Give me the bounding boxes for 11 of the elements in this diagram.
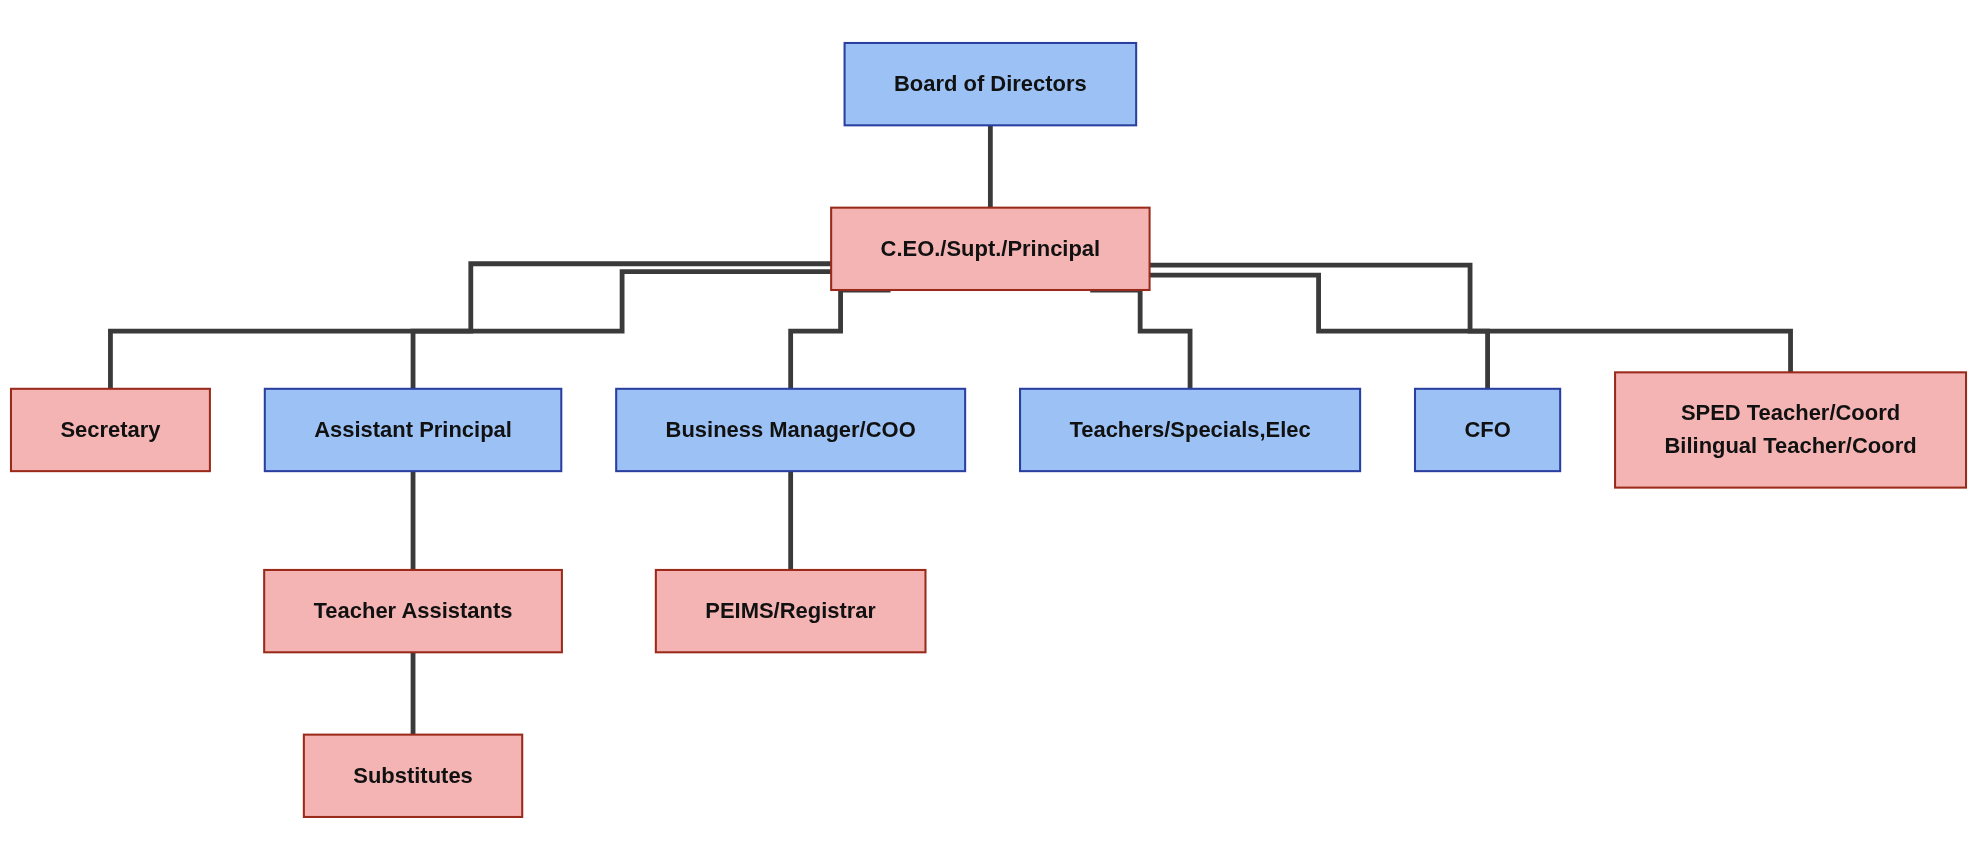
node-box: C.EO./Supt./Principal (830, 206, 1151, 291)
node-box: CFO (1414, 387, 1562, 472)
node-box: Assistant Principal (263, 387, 563, 472)
node-box: Teachers/Specials,Elec (1019, 387, 1362, 472)
node-box: PEIMS/Registrar (654, 568, 927, 653)
node-box: SPED Teacher/Coord Bilingual Teacher/Coord (1614, 370, 1968, 489)
node-box: Teacher Assistants (263, 568, 563, 653)
node-box: Secretary (9, 387, 211, 472)
node-box: Substitutes (302, 733, 524, 818)
node-box: Business Manager/COO (615, 387, 967, 472)
node-box: Board of Directors (843, 41, 1138, 126)
